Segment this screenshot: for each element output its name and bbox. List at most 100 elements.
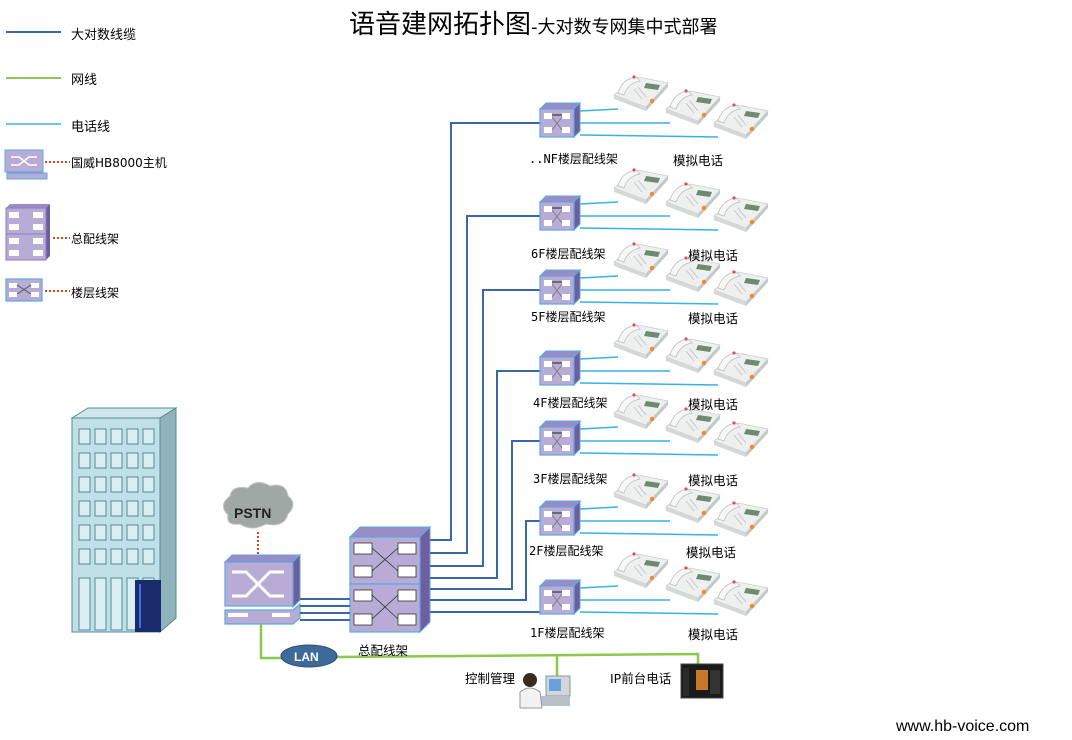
legend-label-phone: 电话线 [71,120,111,135]
lan-network: LAN [259,624,700,680]
analog-phone [665,181,721,219]
building-window [142,476,155,493]
phone-line [579,382,719,386]
phone-line [579,201,619,205]
building-window [142,452,155,469]
analog-phone [613,322,669,360]
building-window [126,428,139,445]
building-window [142,524,155,541]
phone-line [579,227,719,231]
lan-label: LAN [294,650,319,664]
analog-phone [613,551,669,589]
building-window [94,428,107,445]
phone-line [579,426,619,430]
building-window [126,548,139,565]
building-door-panel [78,577,91,631]
analog-phones-label: 模拟电话 [673,153,724,168]
trunk-cable [430,520,540,601]
building-door-panel [110,577,123,631]
analog-phone [713,500,769,538]
phone-line [579,532,719,536]
pstn-cloud: PSTN [223,482,294,529]
control-label: 控制管理 [465,671,516,686]
main-frame-label: 总配线架 [358,643,409,658]
floor-rows [539,74,769,617]
analog-phone [713,269,769,307]
legend-label-host: 国威HB8000主机 [71,156,167,170]
main-distribution-frame [348,525,432,634]
floor-distribution-frame [539,102,581,138]
floor-distribution-frame [539,579,581,615]
analog-phone [665,486,721,524]
phone-line [579,275,619,279]
building-window [110,428,123,445]
building-window [78,428,91,445]
floor-row [539,241,769,307]
floor-distribution-frame [539,269,581,305]
legend-label-floor-frame: 楼层线架 [71,286,120,300]
analog-phone [613,472,669,510]
trunk-cable [430,122,540,541]
building-window [126,452,139,469]
building-window [126,524,139,541]
building-window [94,524,107,541]
floor-frame-label: 2F楼层配线架 [529,544,604,558]
pstn-label: PSTN [234,505,271,521]
floor-frame-label: 3F楼层配线架 [533,472,608,486]
building-window [94,476,107,493]
phone-line [579,585,619,589]
analog-phone [713,420,769,458]
analog-phone [613,392,669,430]
analog-phones-label: 模拟电话 [686,545,737,560]
building-window [94,548,107,565]
title-main: 语音建网拓扑图 [349,10,532,40]
analog-phone [613,241,669,279]
main-distribution-frame-icon [5,204,50,261]
pbx-host-icon [4,149,48,180]
analog-phones-label: 模拟电话 [688,627,739,642]
building-window [78,476,91,493]
ip-phone-label: IP前台电话 [610,671,672,686]
building-door-panel [94,577,107,631]
floor-frame-label: 5F楼层配线架 [531,310,606,324]
analog-phone [713,579,769,617]
floor-row [539,472,769,538]
building-window [110,548,123,565]
building-window [142,548,155,565]
building-window [126,500,139,517]
phone-line [579,108,619,112]
floor-distribution-frame [539,420,581,456]
building-window [142,428,155,445]
floor-row [539,167,769,233]
phone-line [579,356,619,360]
trunk-cable [430,289,540,567]
ip-desk-phone [680,663,724,699]
building-window [142,500,155,517]
analog-phone [613,74,669,112]
legend-label-main-frame: 总配线架 [71,232,120,246]
trunk-cable [430,440,540,590]
building-window [78,500,91,517]
analog-phone [665,565,721,603]
analog-phone [665,336,721,374]
floor-distribution-frame [539,350,581,386]
analog-phone [713,102,769,140]
page-title: 语音建网拓扑图-大对数专网集中式部署 [349,4,718,41]
floor-frame-icon [5,278,43,302]
floor-frame-label: 4F楼层配线架 [533,396,608,410]
building-window [110,452,123,469]
building-window [78,524,91,541]
floor-row [539,551,769,617]
building-window [78,548,91,565]
website-url: www.hb-voice.com [896,718,1030,735]
floor-distribution-frame [539,500,581,536]
floor-row [539,74,769,140]
building-window [110,476,123,493]
phone-line [579,134,719,138]
legend-label-network: 网线 [71,73,98,88]
building-window [110,500,123,517]
floor-frame-label: 1F楼层配线架 [530,626,605,640]
host-to-frame-trunk [300,598,350,621]
analog-phone [713,350,769,388]
